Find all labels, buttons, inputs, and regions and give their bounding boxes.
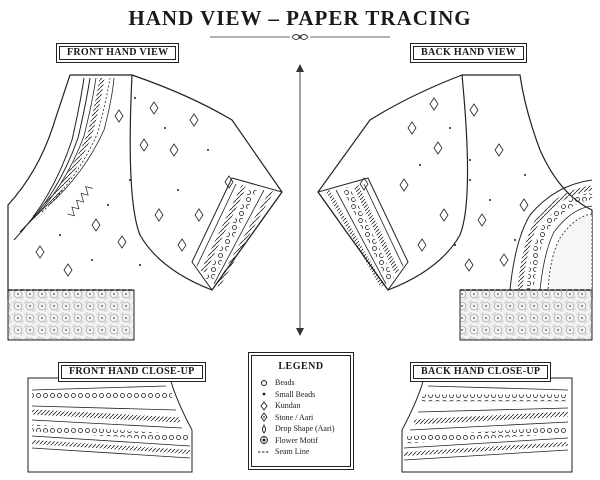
legend-label: Seam Line [275,447,310,457]
legend-item: Stone / Aari [257,412,349,424]
legend-box: LEGEND Beads Small Beads Kundan Stone / … [248,352,354,470]
drop-shape-icon [257,423,271,434]
legend-item: Beads [257,377,349,389]
flower-motif-icon [257,435,271,445]
legend-list: Beads Small Beads Kundan Stone / Aari Dr… [257,377,349,458]
seam-line-icon [257,450,271,454]
front-hand-view-label: FRONT HAND VIEW [56,43,180,63]
legend-item: Seam Line [257,446,349,458]
stone-aari-icon [257,412,271,422]
back-hand-closeup [401,377,573,473]
legend-title: LEGEND [278,361,324,372]
front-hand-closeup [27,377,193,473]
legend-label: Small Beads [275,389,316,399]
bead-circle-icon [257,379,271,387]
legend-item: Small Beads [257,389,349,401]
legend-label: Flower Motif [275,435,318,445]
page-title: HAND VIEW – PAPER TRACING [128,6,472,30]
legend-item: Flower Motif [257,435,349,447]
back-hand-view-label: BACK HAND VIEW [410,43,528,63]
legend-label: Kundan [275,401,301,411]
kundan-diamond-icon [257,401,271,411]
center-divider [296,64,304,336]
front-hand-view [7,74,283,341]
small-bead-dot-icon [257,390,271,398]
back-hand-closeup-label: BACK HAND CLOSE-UP [410,362,552,382]
legend-label: Beads [275,378,295,388]
back-hand-view [317,74,593,341]
legend-label: Stone / Aari [275,412,314,422]
legend-item: Drop Shape (Aari) [257,423,349,435]
legend-label: Drop Shape (Aari) [275,424,335,434]
front-hand-closeup-label: FRONT HAND CLOSE-UP [58,362,206,382]
title-ornament [210,34,390,40]
legend-item: Kundan [257,400,349,412]
